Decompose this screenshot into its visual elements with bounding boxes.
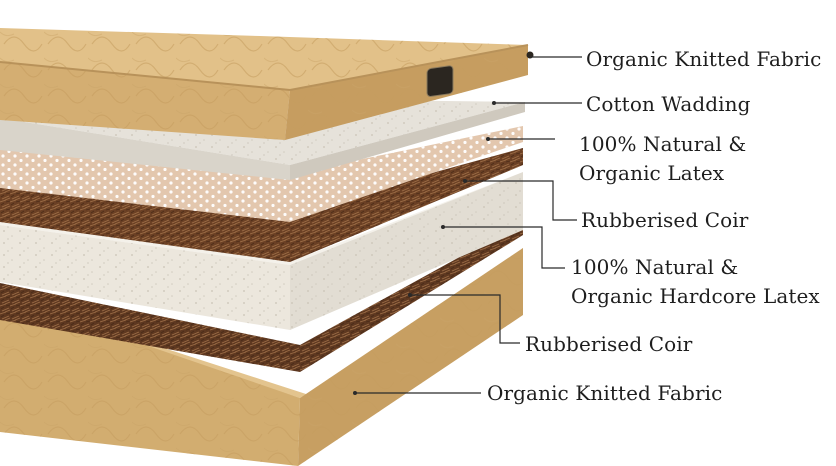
label-natural-latex-line2: Organic Latex xyxy=(579,161,725,185)
leader-lines xyxy=(355,56,582,394)
label-lower-coir: Rubberised Coir xyxy=(525,332,693,356)
label-cotton-wadding: Cotton Wadding xyxy=(586,92,751,116)
label-natural-latex: 100% Natural & Organic Latex xyxy=(579,130,746,188)
lower-coir-layer xyxy=(0,222,523,372)
label-hardcore-latex-line1: 100% Natural & xyxy=(571,255,739,279)
label-top-fabric: Organic Knitted Fabric xyxy=(586,47,822,71)
leader-line-lower-coir xyxy=(410,294,520,344)
hardcore-latex-layer xyxy=(0,172,523,330)
brand-tag-icon xyxy=(426,65,454,97)
upper-coir-layer xyxy=(0,148,523,262)
leader-line-hardcore-latex xyxy=(443,226,565,269)
label-upper-coir: Rubberised Coir xyxy=(581,208,749,232)
leader-line-upper-coir xyxy=(465,180,577,221)
leader-dots xyxy=(353,101,496,395)
natural-latex-layer xyxy=(0,126,523,222)
bottom-fabric-layer xyxy=(0,248,523,466)
top-fabric-layer xyxy=(0,28,534,140)
label-hardcore-latex: 100% Natural & Organic Hardcore Latex xyxy=(571,253,820,311)
label-natural-latex-line1: 100% Natural & xyxy=(579,132,747,156)
label-hardcore-latex-line2: Organic Hardcore Latex xyxy=(571,284,820,308)
label-bottom-fabric: Organic Knitted Fabric xyxy=(487,381,723,405)
